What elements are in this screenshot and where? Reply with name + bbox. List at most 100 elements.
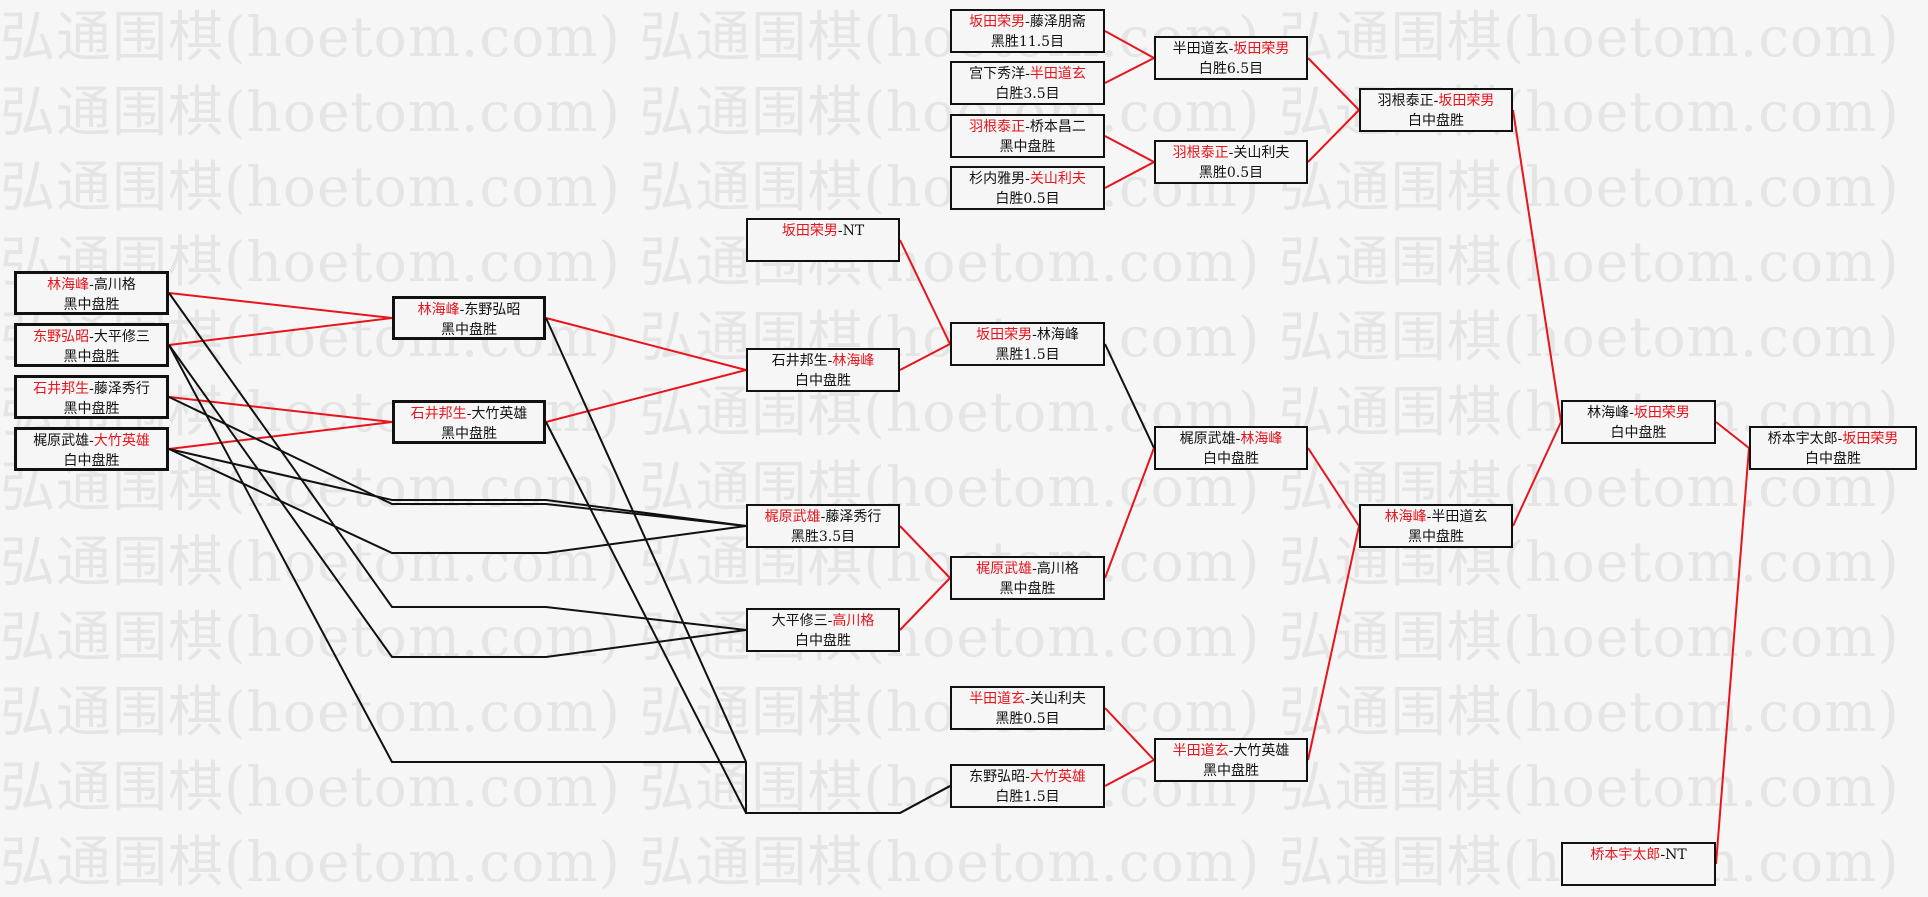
match-players: 林海峰-半田道玄 xyxy=(1361,507,1511,527)
separator: - xyxy=(89,433,94,449)
player-black: 羽根泰正 xyxy=(1172,145,1229,161)
player-black: 坂田荣男 xyxy=(969,14,1026,30)
player-white: 大竹英雄 xyxy=(1233,743,1290,759)
player-white: 林海峰 xyxy=(1036,327,1079,343)
match-box: 林海峰-东野弘昭黑中盘胜 xyxy=(392,296,546,340)
winner-connector xyxy=(1104,30,1155,59)
match-players: 羽根泰正-坂田荣男 xyxy=(1361,91,1511,111)
winner-connector xyxy=(899,239,951,345)
match-result: 黑中盘胜 xyxy=(441,322,497,338)
match-box: 杉内雅男-关山利夫白胜0.5目 xyxy=(950,166,1105,210)
player-white: 东野弘昭 xyxy=(464,302,521,318)
loser-connector xyxy=(168,396,747,527)
match-result: 黑胜11.5目 xyxy=(990,34,1065,50)
separator: - xyxy=(1025,691,1030,707)
winner-connector xyxy=(545,369,747,423)
player-white: 坂田荣男 xyxy=(1438,93,1495,109)
player-black: 林海峰 xyxy=(1587,405,1630,421)
player-white: 林海峰 xyxy=(832,353,875,369)
winner-connector xyxy=(1715,421,1750,449)
winner-connector xyxy=(1307,525,1360,761)
match-result: 黑胜3.5目 xyxy=(790,529,856,545)
match-players: 羽根泰正-桥本昌二 xyxy=(952,117,1103,137)
player-white: 半田道玄 xyxy=(1029,66,1086,82)
separator: - xyxy=(827,353,833,369)
separator: - xyxy=(1025,769,1030,785)
player-white: 大竹英雄 xyxy=(471,406,528,422)
player-black: 石井邦生 xyxy=(771,353,828,369)
player-black: 大平修三 xyxy=(771,613,828,629)
player-white: 高川格 xyxy=(93,277,136,293)
winner-connector xyxy=(1307,447,1360,527)
match-players: 坂田荣男-NT xyxy=(748,221,898,241)
player-white: 半田道玄 xyxy=(1431,509,1488,525)
match-result: 白中盘胜 xyxy=(63,453,120,469)
match-box: 桥本宇太郎-坂田荣男白中盘胜 xyxy=(1749,426,1917,470)
winner-connector xyxy=(168,396,393,423)
match-players: 林海峰-坂田荣男 xyxy=(1563,403,1714,423)
loser-connector xyxy=(168,344,746,763)
winner-connector xyxy=(1104,57,1155,84)
separator: - xyxy=(1032,561,1037,577)
player-white: 高川格 xyxy=(1036,561,1079,577)
player-white: 坂田荣男 xyxy=(1633,405,1690,421)
separator: - xyxy=(1228,145,1234,161)
separator: - xyxy=(1426,509,1432,525)
player-white: 大竹英雄 xyxy=(1029,769,1086,785)
match-players: 林海峰-高川格 xyxy=(17,275,166,295)
match-players: 梶原武雄-高川格 xyxy=(952,559,1103,579)
match-players: 东野弘昭-大竹英雄 xyxy=(952,767,1103,787)
match-result: 白中盘胜 xyxy=(1408,113,1464,129)
player-black: 梶原武雄 xyxy=(764,509,821,525)
match-result: 黑中盘胜 xyxy=(999,581,1056,597)
winner-connector xyxy=(899,577,951,631)
player-black: 林海峰 xyxy=(1384,509,1427,525)
match-result: 白中盘胜 xyxy=(1805,451,1861,467)
player-white: 大竹英雄 xyxy=(93,433,150,449)
match-box: 东野弘昭-大竹英雄白胜1.5目 xyxy=(950,764,1105,808)
match-players: 坂田荣男-林海峰 xyxy=(952,325,1103,345)
match-box: 东野弘昭-大平修三黑中盘胜 xyxy=(14,323,169,367)
match-players: 石井邦生-大竹英雄 xyxy=(395,404,543,424)
match-players: 石井邦生-藤泽秀行 xyxy=(17,379,166,399)
match-result: 黑中盘胜 xyxy=(63,349,120,365)
match-box: 梶原武雄-大竹英雄白中盘胜 xyxy=(14,427,169,471)
match-box: 坂田荣男-藤泽朋斋黑胜11.5目 xyxy=(950,9,1105,53)
match-players: 半田道玄-关山利夫 xyxy=(952,689,1103,709)
winner-connector xyxy=(899,343,951,371)
separator: - xyxy=(466,406,472,422)
match-result: 黑胜1.5目 xyxy=(995,347,1060,363)
match-result: 白中盘胜 xyxy=(795,373,851,389)
match-result: 白胜6.5目 xyxy=(1198,61,1264,77)
separator: - xyxy=(820,509,826,525)
player-white: 藤泽秀行 xyxy=(93,381,150,397)
separator: - xyxy=(1629,405,1634,421)
match-players: 桥本宇太郎-坂田荣男 xyxy=(1751,429,1915,449)
match-box: 林海峰-半田道玄黑中盘胜 xyxy=(1359,504,1513,548)
match-box: 半田道玄-大竹英雄黑中盘胜 xyxy=(1154,738,1308,782)
player-white: 关山利夫 xyxy=(1029,691,1086,707)
loser-connector xyxy=(168,448,747,527)
match-box: 半田道玄-坂田荣男白胜6.5目 xyxy=(1154,36,1308,80)
player-black: 林海峰 xyxy=(417,302,460,318)
separator: - xyxy=(1837,431,1843,447)
match-box: 宫下秀洋-半田道玄白胜3.5目 xyxy=(950,61,1105,105)
winner-connector xyxy=(1104,707,1155,761)
match-box: 石井邦生-大竹英雄黑中盘胜 xyxy=(392,400,546,444)
loser-connector xyxy=(168,344,747,658)
match-result: 黑中盘胜 xyxy=(63,297,120,313)
winner-connector xyxy=(545,317,747,371)
match-box: 林海峰-坂田荣男白中盘胜 xyxy=(1561,400,1716,444)
match-players: 梶原武雄-藤泽秀行 xyxy=(748,507,898,527)
separator: - xyxy=(1025,119,1030,135)
match-result: 黑中盘胜 xyxy=(999,139,1056,155)
player-white: 关山利夫 xyxy=(1029,171,1086,187)
winner-connector xyxy=(1307,57,1360,111)
match-players: 羽根泰正-关山利夫 xyxy=(1156,143,1306,163)
match-result: 白胜3.5目 xyxy=(995,86,1060,102)
winner-connector xyxy=(168,421,393,450)
separator: - xyxy=(827,613,833,629)
match-box: 梶原武雄-藤泽秀行黑胜3.5目 xyxy=(746,504,900,548)
player-black: 梶原武雄 xyxy=(33,433,90,449)
match-box: 坂田荣男-NT xyxy=(746,218,900,262)
